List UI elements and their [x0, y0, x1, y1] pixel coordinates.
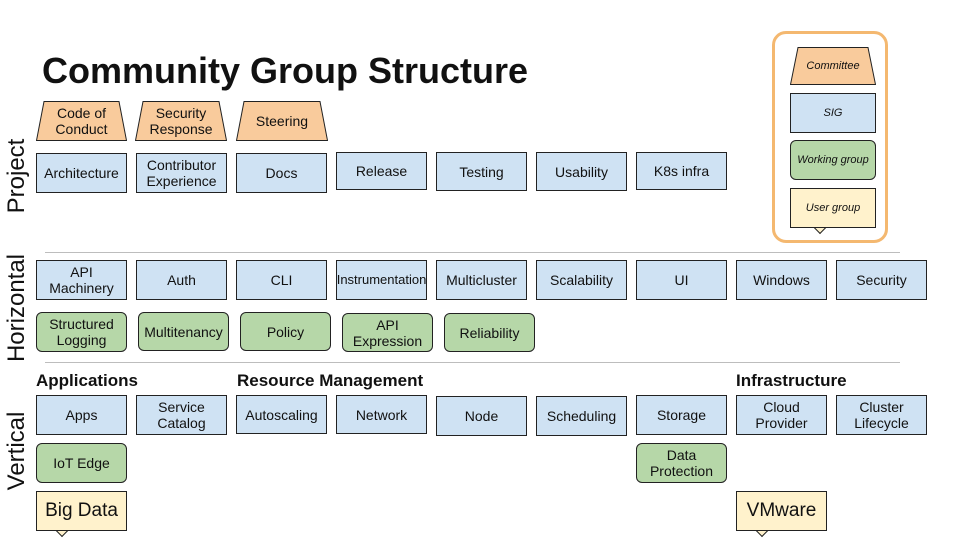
sig-cli[interactable]: CLI — [236, 260, 327, 300]
user-group-big-data[interactable]: Big Data — [36, 491, 127, 538]
wg-multitenancy[interactable]: Multitenancy — [138, 312, 229, 351]
user-group-label: Big Data — [36, 491, 127, 531]
page-title: Community Group Structure — [42, 50, 529, 91]
sig-cluster-lifecycle[interactable]: Cluster Lifecycle — [836, 395, 927, 435]
sig-auth[interactable]: Auth — [136, 260, 227, 300]
sig-service-catalog[interactable]: Service Catalog — [136, 395, 227, 435]
sig-ui[interactable]: UI — [636, 260, 727, 300]
committee-shape — [135, 101, 227, 141]
sig-windows[interactable]: Windows — [736, 260, 827, 300]
committee-steering[interactable]: Steering — [236, 101, 328, 141]
sig-k8s-infra[interactable]: K8s infra — [636, 152, 727, 190]
row-label-horizontal: Horizontal — [3, 253, 30, 363]
committee-code-of-conduct[interactable]: Code of Conduct — [36, 101, 127, 141]
sig-contributor-experience[interactable]: Contributor Experience — [136, 153, 227, 193]
wg-reliability[interactable]: Reliability — [444, 313, 535, 352]
committee-label: Code of Conduct — [55, 105, 108, 137]
legend-sig: SIG — [790, 93, 876, 133]
section-applications: Applications — [36, 371, 139, 390]
wg-api-expression[interactable]: API Expression — [342, 313, 433, 352]
committee-shape — [236, 101, 328, 141]
sig-instrumentation[interactable]: Instrumentation — [336, 260, 427, 300]
legend-user-group-label: User group — [790, 188, 876, 228]
section-infrastructure: Infrastructure — [736, 371, 847, 390]
section-resource-management: Resource Management — [237, 371, 424, 390]
sig-api-machinery[interactable]: API Machinery — [36, 260, 127, 300]
sig-release[interactable]: Release — [336, 152, 427, 190]
row-label-project: Project — [3, 138, 30, 214]
sig-storage[interactable]: Storage — [636, 395, 727, 435]
legend-working-group: Working group — [790, 140, 876, 180]
committee-security-response[interactable]: Security Response — [135, 101, 227, 141]
legend-committee-label: Committee — [806, 59, 860, 72]
sig-usability[interactable]: Usability — [536, 152, 627, 191]
sig-apps[interactable]: Apps — [36, 395, 127, 435]
sig-architecture[interactable]: Architecture — [36, 153, 127, 193]
wg-policy[interactable]: Policy — [240, 312, 331, 351]
committee-shape — [790, 47, 876, 85]
legend: Committee SIG Working group User group — [772, 31, 888, 243]
committee-shape — [36, 101, 127, 141]
wg-structured-logging[interactable]: Structured Logging — [36, 312, 127, 352]
committee-label: Security Response — [149, 105, 213, 137]
divider-project-horizontal — [45, 252, 900, 253]
sig-scalability[interactable]: Scalability — [536, 260, 627, 300]
sig-autoscaling[interactable]: Autoscaling — [236, 395, 327, 434]
sig-scheduling[interactable]: Scheduling — [536, 396, 627, 436]
wg-data-protection[interactable]: Data Protection — [636, 443, 727, 483]
sig-security[interactable]: Security — [836, 260, 927, 300]
user-group-vmware[interactable]: VMware — [736, 491, 827, 538]
sig-multicluster[interactable]: Multicluster — [436, 260, 527, 300]
legend-user-group: User group — [790, 188, 876, 235]
committee-label: Steering — [255, 113, 309, 129]
sig-testing[interactable]: Testing — [436, 152, 527, 191]
user-group-label: VMware — [736, 491, 827, 531]
row-label-vertical: Vertical — [3, 411, 30, 491]
legend-committee: Committee — [790, 47, 876, 85]
sig-network[interactable]: Network — [336, 395, 427, 434]
sig-cloud-provider[interactable]: Cloud Provider — [736, 395, 827, 435]
wg-iot-edge[interactable]: IoT Edge — [36, 443, 127, 483]
sig-node[interactable]: Node — [436, 396, 527, 436]
sig-docs[interactable]: Docs — [236, 153, 327, 193]
divider-horizontal-vertical — [45, 362, 900, 363]
